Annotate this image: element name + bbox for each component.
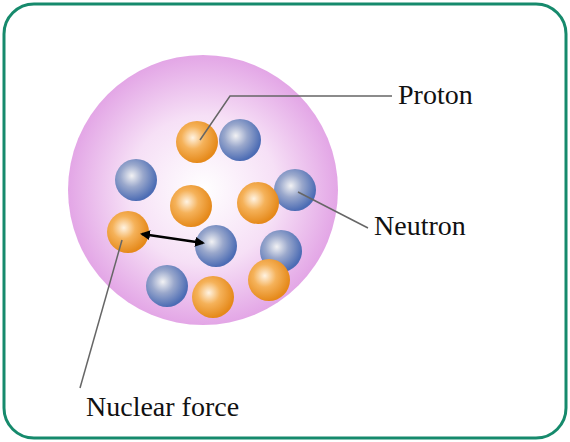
leader-line xyxy=(80,240,122,388)
neutron-label: Neutron xyxy=(374,211,466,242)
proton-label: Proton xyxy=(398,80,473,111)
frame xyxy=(4,4,566,438)
nuclear-force-label: Nuclear force xyxy=(86,392,239,423)
protons xyxy=(107,121,290,318)
leader-line xyxy=(298,192,368,228)
force-arrow xyxy=(142,234,203,243)
leader-line xyxy=(200,96,392,140)
